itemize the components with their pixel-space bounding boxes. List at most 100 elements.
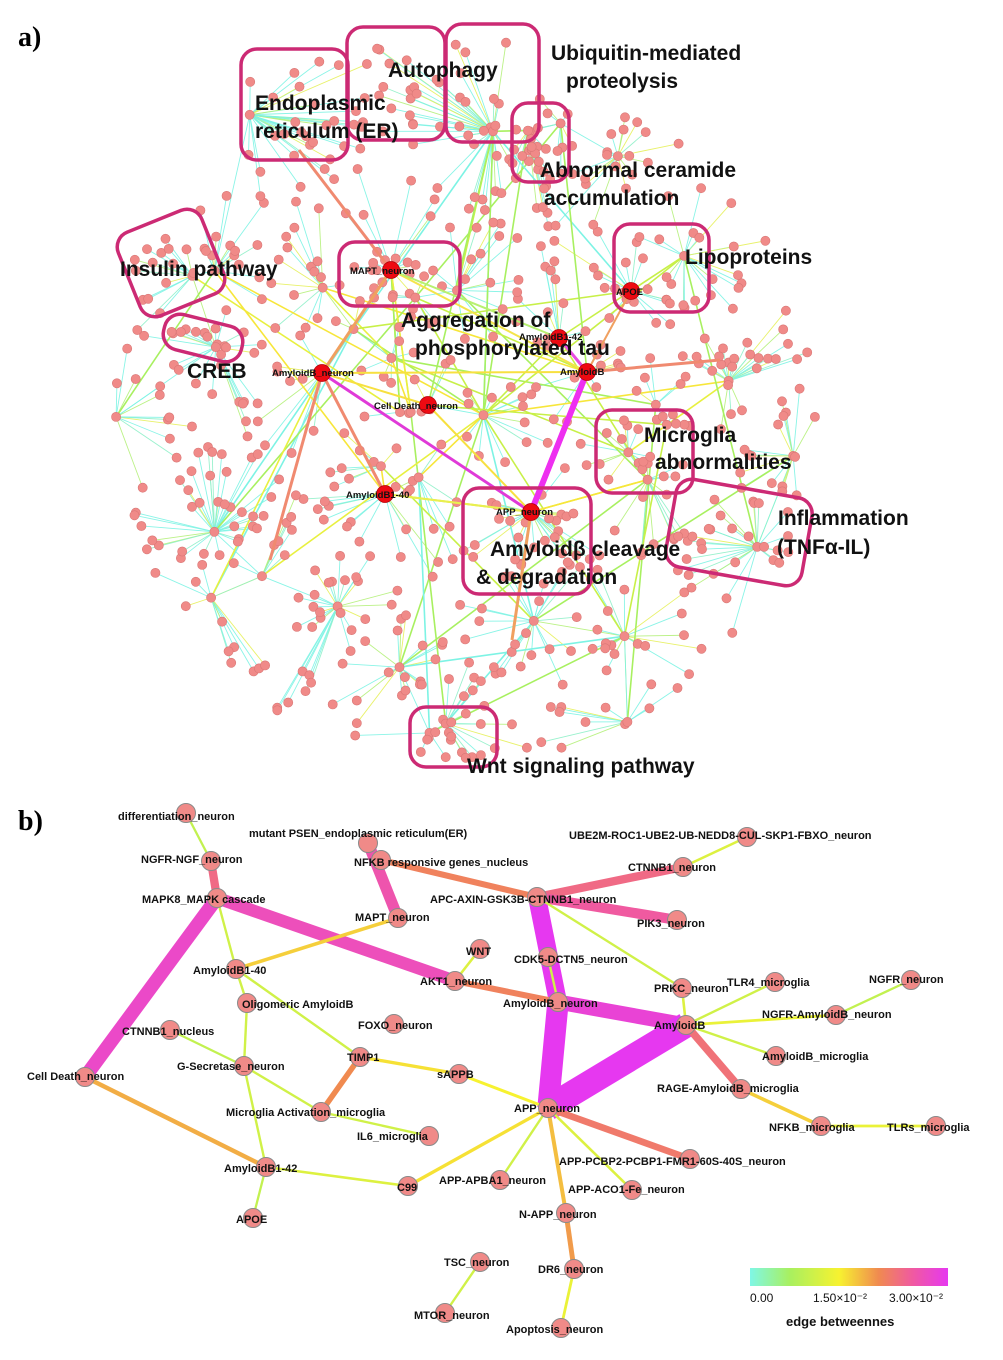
- network-node: [459, 333, 470, 344]
- network-node: [609, 649, 620, 659]
- background-edge: [135, 270, 193, 277]
- background-edge: [541, 721, 628, 743]
- network-node: [542, 307, 553, 318]
- network-node: [419, 271, 429, 282]
- node-maptn: [388, 908, 408, 928]
- background-edge: [115, 378, 137, 418]
- hub-node-app: [522, 503, 540, 521]
- background-edge: [561, 721, 628, 749]
- network-node: [308, 137, 318, 148]
- network-node: [623, 447, 634, 458]
- network-node: [295, 181, 306, 192]
- network-node: [528, 616, 539, 626]
- cluster-label-tau: phosphorylated tau: [415, 337, 610, 360]
- network-node: [406, 175, 416, 186]
- node-c99: [398, 1176, 418, 1196]
- cluster-box-inflammation: [664, 477, 814, 588]
- background-edge: [391, 357, 629, 454]
- background-edge: [728, 367, 758, 382]
- network-node: [406, 311, 416, 322]
- network-node: [454, 121, 465, 132]
- network-node: [600, 702, 611, 713]
- network-node: [666, 279, 677, 289]
- background-edge: [481, 608, 534, 622]
- network-node: [773, 419, 783, 430]
- network-node: [462, 387, 473, 398]
- network-node: [356, 122, 367, 132]
- background-edge: [530, 511, 600, 556]
- edge-dr6-apop: [559, 1268, 576, 1329]
- network-node: [321, 120, 332, 131]
- network-node: [285, 376, 295, 386]
- network-node: [727, 361, 738, 372]
- network-node: [474, 616, 485, 626]
- network-node: [301, 131, 311, 141]
- network-node: [686, 582, 697, 593]
- background-edge: [144, 335, 216, 348]
- background-edge: [455, 44, 494, 132]
- network-node: [678, 300, 689, 311]
- edge-apcaxin-pik3: [536, 891, 678, 926]
- background-edge: [427, 404, 667, 426]
- network-node: [549, 256, 560, 267]
- background-edge: [214, 245, 231, 271]
- background-edge: [445, 723, 528, 749]
- node-label-ngfrn: NGFR_neuron: [869, 974, 944, 986]
- background-edge: [418, 477, 450, 527]
- node-ab: [676, 1015, 696, 1035]
- network-node: [352, 164, 363, 174]
- node-label-appapba1: APP-APBA1_neuron: [439, 1175, 546, 1187]
- background-edge: [287, 606, 339, 703]
- network-node: [620, 257, 631, 268]
- background-edge: [510, 575, 535, 622]
- node-label-celldeath: Cell Death_neuron: [27, 1071, 124, 1083]
- network-node: [173, 364, 184, 375]
- background-edge: [728, 354, 751, 382]
- background-edge: [728, 358, 798, 382]
- network-node: [429, 194, 440, 205]
- network-node: [233, 259, 244, 270]
- network-node: [726, 198, 737, 208]
- hub-label-apoe: APOE: [616, 287, 643, 298]
- node-akt1: [445, 971, 465, 991]
- edge-akt1-abneuron: [454, 978, 559, 1005]
- network-node: [462, 431, 472, 442]
- background-edge: [414, 86, 494, 132]
- network-node: [405, 484, 415, 495]
- cluster-label-insulin: Insulin pathway: [120, 258, 278, 281]
- network-node: [130, 374, 141, 384]
- background-edge: [214, 114, 251, 271]
- network-node: [318, 514, 329, 525]
- node-ngfrab: [826, 1005, 846, 1025]
- network-node: [416, 679, 427, 690]
- network-node: [286, 448, 297, 458]
- network-node: [677, 351, 688, 362]
- network-node: [609, 525, 620, 536]
- background-edge: [342, 663, 400, 668]
- network-node: [310, 99, 320, 110]
- network-node: [603, 474, 614, 485]
- background-edge: [116, 416, 170, 418]
- background-edge: [384, 493, 439, 563]
- network-node: [478, 410, 489, 420]
- network-node: [444, 674, 454, 684]
- node-mglia: [311, 1102, 331, 1122]
- background-edge: [559, 711, 628, 723]
- hub-edge: [268, 372, 324, 561]
- network-node: [506, 571, 517, 581]
- network-node: [642, 284, 653, 295]
- background-edge: [533, 620, 572, 652]
- hub-node-apoe: [622, 282, 640, 300]
- background-edge: [792, 388, 801, 456]
- network-node: [374, 90, 384, 101]
- background-edge: [627, 380, 730, 453]
- network-node: [523, 125, 533, 136]
- background-edge: [728, 357, 759, 382]
- network-node: [427, 571, 438, 582]
- network-node: [592, 624, 603, 635]
- network-node: [696, 183, 706, 194]
- network-node: [522, 742, 532, 753]
- background-edge: [647, 479, 679, 537]
- background-edge: [414, 296, 588, 373]
- node-label-maptn: MAPT_neuron: [355, 912, 430, 924]
